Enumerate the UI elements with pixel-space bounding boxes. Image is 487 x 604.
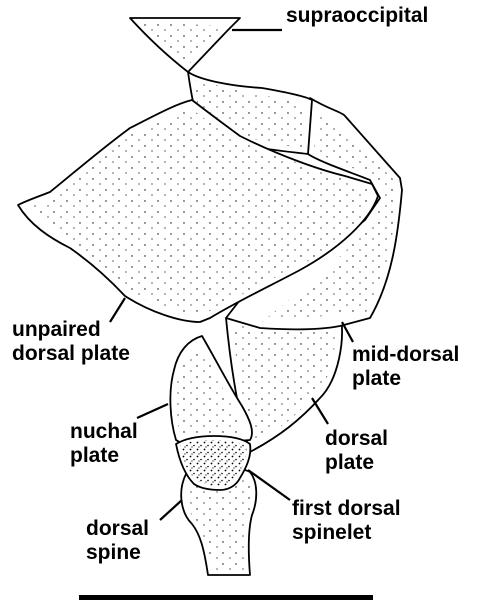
dorsal-spine-leader [160, 500, 182, 520]
label-unpaired-dorsal-plate: unpaired dorsal plate [12, 318, 130, 366]
label-dorsal-spine: dorsal spine [86, 517, 149, 565]
label-first-dorsal-spinelet: first dorsal spinelet [292, 497, 401, 545]
nuchal-plate-leader [137, 404, 168, 418]
label-mid-dorsal-plate: mid-dorsal plate [352, 343, 459, 391]
label-dorsal-plate: dorsal plate [325, 427, 388, 475]
scale-bar [79, 595, 373, 600]
mid-dorsal-plate-leader [342, 322, 353, 342]
label-supraoccipital: supraoccipital [286, 4, 428, 28]
label-nuchal-plate: nuchal plate [70, 420, 138, 468]
dorsal-plate-leader [312, 398, 328, 424]
